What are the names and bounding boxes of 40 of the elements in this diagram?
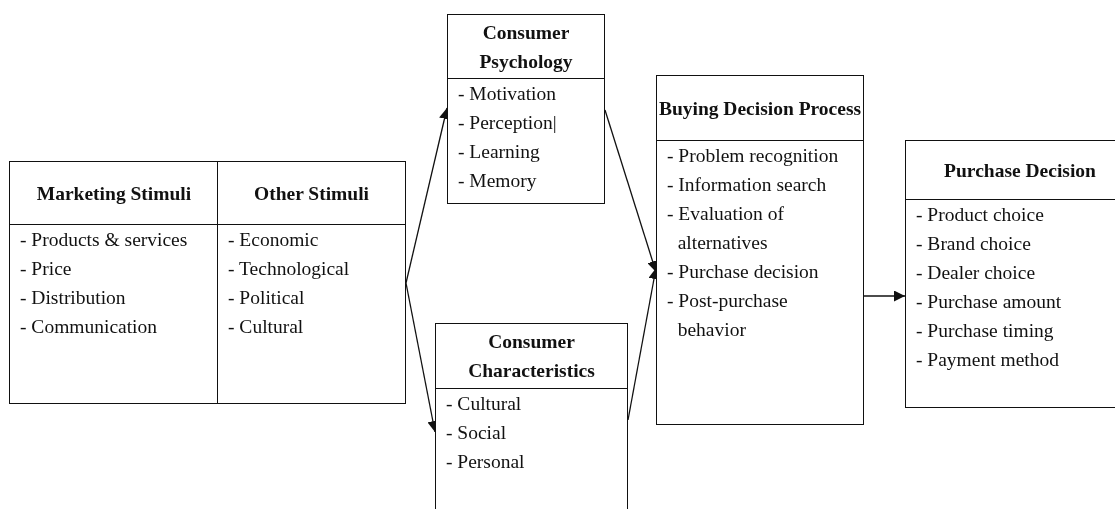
list-item: - Purchase decision [667, 260, 820, 284]
box-heading: Consumer Characteristics [467, 330, 596, 383]
process-box [905, 140, 1115, 408]
list-item: - Purchase amount [916, 290, 1063, 314]
list-item: - Purchase timing [916, 319, 1055, 343]
list-item: - Political [228, 286, 306, 310]
list-item: - Products & services [20, 228, 189, 252]
process-box [435, 323, 628, 509]
arrow [604, 109, 658, 273]
box-heading: Other Stimuli [254, 181, 369, 206]
process-box [656, 75, 864, 425]
list-item: - Brand choice [916, 232, 1032, 256]
process-box [9, 161, 219, 404]
list-item: - Evaluation of alternatives [667, 202, 785, 255]
list-item: - Payment method [916, 348, 1060, 372]
list-item: - Cultural [446, 392, 523, 416]
process-box [217, 161, 406, 404]
list-item: - Economic [228, 228, 320, 252]
list-item: - Price [20, 257, 73, 281]
list-item: - Information search [667, 173, 828, 197]
list-item: - Motivation [458, 82, 558, 106]
list-item: - Product choice [916, 203, 1045, 227]
list-item: - Technological [228, 257, 351, 281]
list-item: - Communication [20, 315, 159, 339]
process-box [447, 14, 605, 204]
list-item: - Learning [458, 140, 541, 164]
box-heading: Purchase Decision [944, 158, 1096, 183]
list-item: - Memory [458, 169, 538, 193]
list-item: - Social [446, 421, 508, 445]
box-heading: Consumer Psychology [478, 20, 574, 74]
list-item: - Cultural [228, 315, 305, 339]
list-item: - Distribution [20, 286, 127, 310]
list-item: - Post-purchase behavior [667, 289, 789, 342]
list-item: - Dealer choice [916, 261, 1037, 285]
box-heading: Marketing Stimuli [36, 181, 192, 206]
box-heading: Buying Decision Process [658, 96, 862, 121]
list-item: - Perception| [458, 111, 558, 135]
list-item: - Personal [446, 450, 526, 474]
arrow [863, 290, 906, 302]
list-item: - Problem recognition [667, 144, 840, 168]
